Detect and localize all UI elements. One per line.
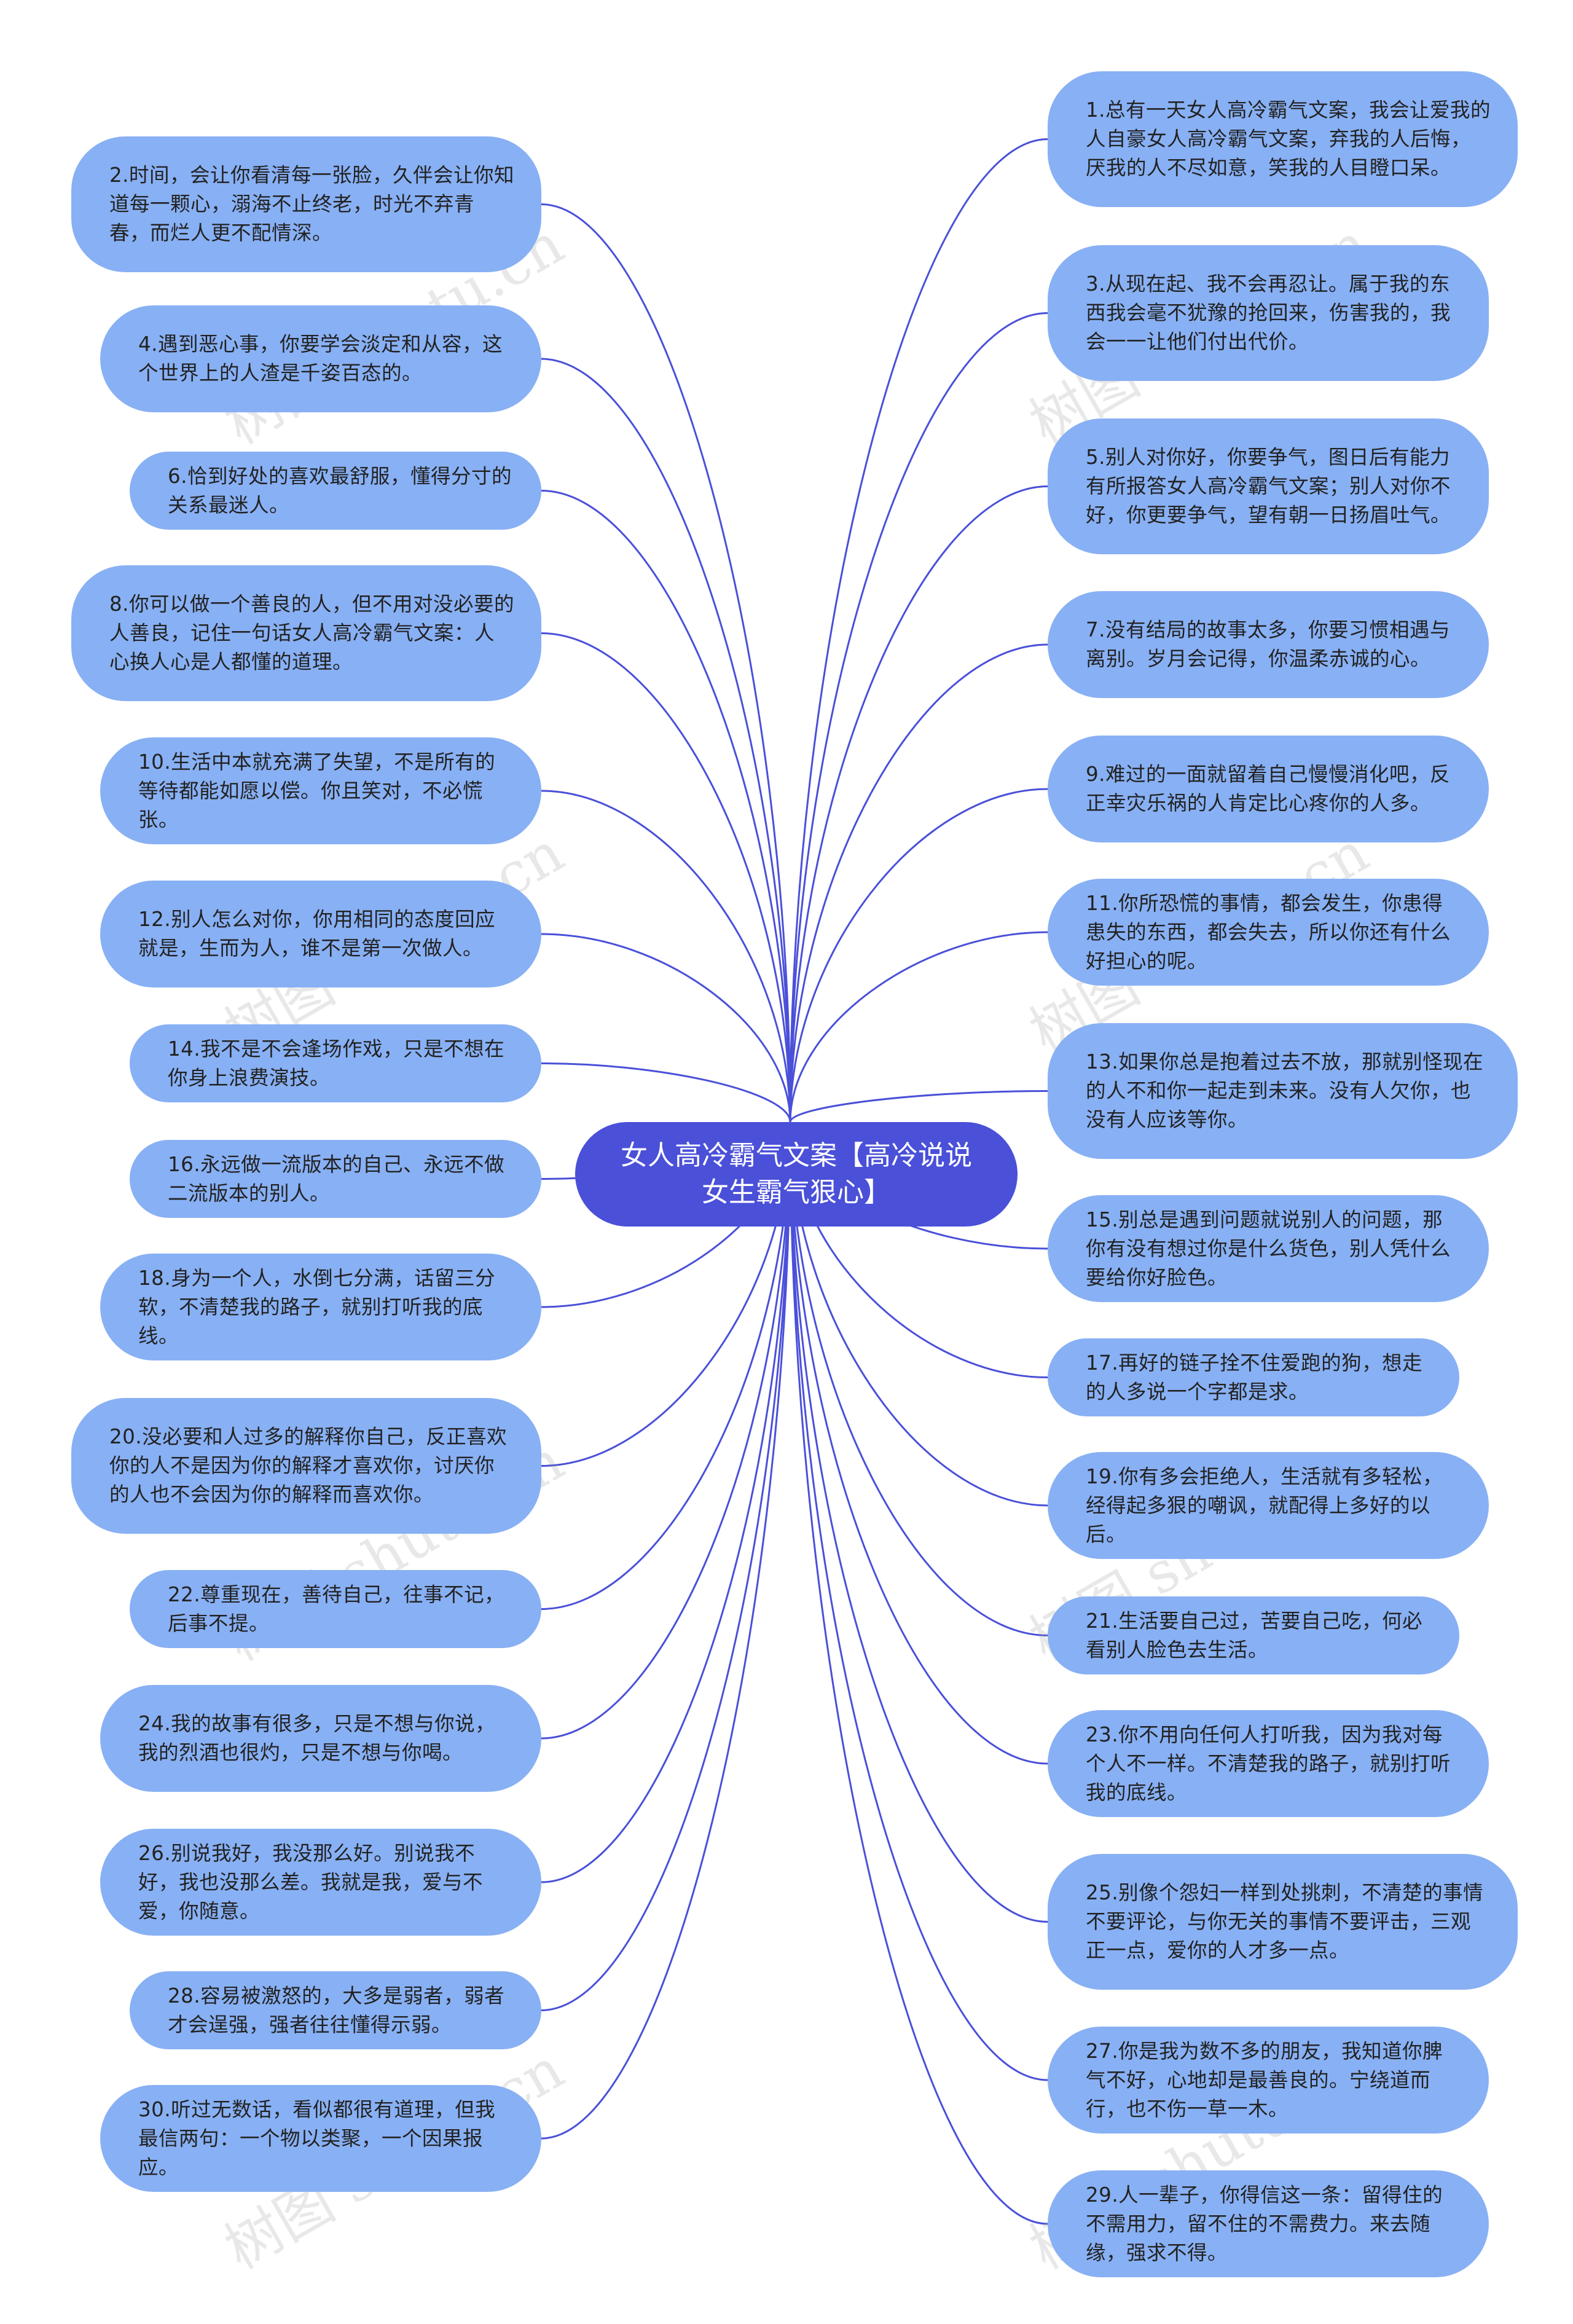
topic-node-text: 12.别人怎么对你，你用相同的态度回应就是，生而为人，谁不是第一次做人。 bbox=[138, 908, 496, 960]
topic-node-right-9[interactable]: 17.再好的链子拴不住爱跑的狗，想走的人多说一个字都是求。 bbox=[1048, 1338, 1459, 1416]
topic-node-text: 6.恰到好处的喜欢最舒服，懂得分寸的关系最迷人。 bbox=[168, 464, 512, 517]
connector-right-14 bbox=[789, 1121, 1048, 2081]
connector-left-5 bbox=[541, 790, 791, 1123]
topic-node-text: 1.总有一天女人高冷霸气文案，我会让爱我的人自豪女人高冷霸气文案，弃我的人后悔，… bbox=[1086, 98, 1491, 179]
connector-left-11 bbox=[541, 1121, 791, 1610]
connector-left-12 bbox=[541, 1121, 791, 1740]
connector-right-3 bbox=[789, 485, 1048, 1123]
topic-node-right-4[interactable]: 7.没有结局的故事太多，你要习惯相遇与离别。岁月会记得，你温柔赤诚的心。 bbox=[1048, 591, 1489, 698]
topic-node-left-4[interactable]: 8.你可以做一个善良的人，但不用对没必要的人善良，记住一句话女人高冷霸气文案：人… bbox=[71, 565, 541, 701]
topic-node-text: 8.你可以做一个善良的人，但不用对没必要的人善良，记住一句话女人高冷霸气文案：人… bbox=[109, 592, 515, 673]
topic-node-right-1[interactable]: 1.总有一天女人高冷霸气文案，我会让爱我的人自豪女人高冷霸气文案，弃我的人后悔，… bbox=[1048, 71, 1518, 207]
topic-node-text: 24.我的故事有很多，只是不想与你说，我的烈酒也很灼，只是不想与你喝。 bbox=[138, 1712, 496, 1764]
topic-node-text: 30.听过无数话，看似都很有道理，但我最信两句：一个物以类聚，一个因果报应。 bbox=[138, 2097, 496, 2179]
topic-node-right-8[interactable]: 15.别总是遇到问题就说别人的问题，那你有没有想过你是什么货色，别人凭什么要给你… bbox=[1048, 1195, 1489, 1302]
topic-node-left-2[interactable]: 4.遇到恶心事，你要学会淡定和从容，这个世界上的人渣是千姿百态的。 bbox=[100, 305, 541, 412]
topic-node-text: 13.如果你总是抱着过去不放，那就别怪现在的人不和你一起走到未来。没有人欠你，也… bbox=[1086, 1050, 1484, 1131]
topic-node-text: 19.你有多会拒绝人，生活就有多轻松，经得起多狠的嘲讽，就配得上多好的以后。 bbox=[1086, 1464, 1443, 1546]
topic-node-text: 28.容易被激怒的，大多是弱者，弱者才会逞强，强者往往懂得示弱。 bbox=[168, 1984, 505, 2036]
topic-node-left-3[interactable]: 6.恰到好处的喜欢最舒服，懂得分寸的关系最迷人。 bbox=[130, 452, 541, 530]
topic-node-left-11[interactable]: 22.尊重现在，善待自己，往事不记，后事不提。 bbox=[130, 1570, 541, 1648]
topic-node-text: 15.别总是遇到问题就说别人的问题，那你有没有想过你是什么货色，别人凭什么要给你… bbox=[1086, 1207, 1451, 1289]
connector-right-5 bbox=[789, 788, 1048, 1123]
central-topic-label: 女人高冷霸气文案【高冷说说女生霸气狠心】 bbox=[621, 1140, 972, 1208]
topic-node-left-7[interactable]: 14.我不是不会逢场作戏，只是不想在你身上浪费演技。 bbox=[130, 1024, 541, 1102]
connector-right-4 bbox=[789, 643, 1048, 1123]
connector-right-11 bbox=[789, 1121, 1048, 1636]
connector-left-7 bbox=[541, 1062, 791, 1123]
topic-node-right-15[interactable]: 29.人一辈子，你得信这一条：留得住的不需用力，留不住的不需费力。来去随缘，强求… bbox=[1048, 2170, 1489, 2277]
central-topic[interactable]: 女人高冷霸气文案【高冷说说女生霸气狠心】 bbox=[575, 1122, 1018, 1227]
topic-node-text: 5.别人对你好，你要争气，图日后有能力有所报答女人高冷霸气文案；别人对你不好，你… bbox=[1086, 446, 1451, 527]
topic-node-right-12[interactable]: 23.你不用向任何人打听我，因为我对每个人不一样。不清楚我的路子，就别打听我的底… bbox=[1048, 1710, 1489, 1817]
connector-right-15 bbox=[789, 1121, 1048, 2225]
topic-node-text: 21.生活要自己过，苦要自己吃，何必看别人脸色去生活。 bbox=[1086, 1609, 1423, 1662]
connector-left-1 bbox=[541, 203, 791, 1123]
topic-node-right-3[interactable]: 5.别人对你好，你要争气，图日后有能力有所报答女人高冷霸气文案；别人对你不好，你… bbox=[1048, 418, 1489, 554]
topic-node-right-6[interactable]: 11.你所恐慌的事情，都会发生，你患得患失的东西，都会失去，所以你还有什么好担心… bbox=[1048, 879, 1489, 986]
connector-left-2 bbox=[541, 358, 791, 1123]
topic-node-text: 26.别说我好，我没那么好。别说我不好，我也没那么差。我就是我，爱与不爱，你随意… bbox=[138, 1841, 484, 1923]
topic-node-text: 16.永远做一流版本的自己、永远不做二流版本的别人。 bbox=[168, 1152, 505, 1205]
topic-node-text: 29.人一辈子，你得信这一条：留得住的不需用力，留不住的不需费力。来去随缘，强求… bbox=[1086, 2183, 1443, 2264]
connector-left-3 bbox=[541, 490, 791, 1123]
topic-node-left-10[interactable]: 20.没必要和人过多的解释你自己，反正喜欢你的人不是因为你的解释才喜欢你，讨厌你… bbox=[71, 1398, 541, 1534]
connector-left-15 bbox=[541, 1121, 791, 2140]
topic-node-text: 18.身为一个人，水倒七分满，话留三分软，不清楚我的路子，就别打听我的底线。 bbox=[138, 1266, 496, 1348]
topic-node-right-14[interactable]: 27.你是我为数不多的朋友，我知道你脾气不好，心地却是最善良的。宁绕道而行，也不… bbox=[1048, 2027, 1489, 2134]
topic-node-left-1[interactable]: 2.时间，会让你看清每一张脸，久伴会让你知道每一颗心，溺海不止终老，时光不弃青春… bbox=[71, 136, 541, 272]
topic-node-text: 22.尊重现在，善待自己，往事不记，后事不提。 bbox=[168, 1582, 505, 1635]
topic-node-left-6[interactable]: 12.别人怎么对你，你用相同的态度回应就是，生而为人，谁不是第一次做人。 bbox=[100, 881, 541, 987]
topic-node-text: 11.你所恐慌的事情，都会发生，你患得患失的东西，都会失去，所以你还有什么好担心… bbox=[1086, 891, 1451, 973]
topic-node-text: 20.没必要和人过多的解释你自己，反正喜欢你的人不是因为你的解释才喜欢你，讨厌你… bbox=[109, 1425, 508, 1506]
connector-right-7 bbox=[789, 1090, 1048, 1123]
topic-node-left-8[interactable]: 16.永远做一流版本的自己、永远不做二流版本的别人。 bbox=[130, 1140, 541, 1218]
connector-right-12 bbox=[789, 1121, 1048, 1765]
topic-node-text: 2.时间，会让你看清每一张脸，久伴会让你知道每一颗心，溺海不止终老，时光不弃青春… bbox=[109, 163, 515, 245]
connector-left-14 bbox=[541, 1121, 791, 2011]
topic-node-left-5[interactable]: 10.生活中本就充满了失望，不是所有的等待都能如愿以偿。你且笑对，不必慌张。 bbox=[100, 737, 541, 844]
connector-left-4 bbox=[541, 632, 791, 1123]
topic-node-text: 14.我不是不会逢场作戏，只是不想在你身上浪费演技。 bbox=[168, 1037, 505, 1089]
topic-node-text: 17.再好的链子拴不住爱跑的狗，想走的人多说一个字都是求。 bbox=[1086, 1351, 1423, 1403]
connector-left-6 bbox=[541, 933, 791, 1123]
topic-node-left-9[interactable]: 18.身为一个人，水倒七分满，话留三分软，不清楚我的路子，就别打听我的底线。 bbox=[100, 1254, 541, 1360]
connector-right-6 bbox=[789, 931, 1048, 1123]
topic-node-text: 27.你是我为数不多的朋友，我知道你脾气不好，心地却是最善良的。宁绕道而行，也不… bbox=[1086, 2039, 1443, 2121]
topic-node-text: 10.生活中本就充满了失望，不是所有的等待都能如愿以偿。你且笑对，不必慌张。 bbox=[138, 750, 496, 831]
topic-node-right-10[interactable]: 19.你有多会拒绝人，生活就有多轻松，经得起多狠的嘲讽，就配得上多好的以后。 bbox=[1048, 1452, 1489, 1559]
topic-node-text: 7.没有结局的故事太多，你要习惯相遇与离别。岁月会记得，你温柔赤诚的心。 bbox=[1086, 618, 1451, 670]
connector-right-2 bbox=[789, 312, 1048, 1123]
topic-node-right-13[interactable]: 25.别像个怨妇一样到处挑刺，不清楚的事情不要评论，与你无关的事情不要评击，三观… bbox=[1048, 1854, 1518, 1990]
topic-node-right-2[interactable]: 3.从现在起、我不会再忍让。属于我的东西我会毫不犹豫的抢回来，伤害我的，我会一一… bbox=[1048, 245, 1489, 381]
topic-node-text: 9.难过的一面就留着自己慢慢消化吧，反正幸灾乐祸的人肯定比心疼你的人多。 bbox=[1086, 763, 1451, 815]
topic-node-left-12[interactable]: 24.我的故事有很多，只是不想与你说，我的烈酒也很灼，只是不想与你喝。 bbox=[100, 1685, 541, 1792]
topic-node-text: 25.别像个怨妇一样到处挑刺，不清楚的事情不要评论，与你无关的事情不要评击，三观… bbox=[1086, 1881, 1484, 1962]
topic-node-left-14[interactable]: 28.容易被激怒的，大多是弱者，弱者才会逞强，强者往往懂得示弱。 bbox=[130, 1971, 541, 2049]
topic-node-left-13[interactable]: 26.别说我好，我没那么好。别说我不好，我也没那么差。我就是我，爱与不爱，你随意… bbox=[100, 1829, 541, 1936]
topic-node-text: 3.从现在起、我不会再忍让。属于我的东西我会毫不犹豫的抢回来，伤害我的，我会一一… bbox=[1086, 272, 1451, 353]
topic-node-text: 4.遇到恶心事，你要学会淡定和从容，这个世界上的人渣是千姿百态的。 bbox=[138, 332, 503, 385]
connector-left-13 bbox=[541, 1121, 791, 1883]
topic-node-right-7[interactable]: 13.如果你总是抱着过去不放，那就别怪现在的人不和你一起走到未来。没有人欠你，也… bbox=[1048, 1023, 1518, 1159]
topic-node-right-11[interactable]: 21.生活要自己过，苦要自己吃，何必看别人脸色去生活。 bbox=[1048, 1596, 1459, 1674]
topic-node-text: 23.你不用向任何人打听我，因为我对每个人不一样。不清楚我的路子，就别打听我的底… bbox=[1086, 1722, 1451, 1804]
connector-right-1 bbox=[789, 138, 1048, 1123]
connector-right-13 bbox=[789, 1121, 1048, 1923]
topic-node-right-5[interactable]: 9.难过的一面就留着自己慢慢消化吧，反正幸灾乐祸的人肯定比心疼你的人多。 bbox=[1048, 736, 1489, 842]
topic-node-left-15[interactable]: 30.听过无数话，看似都很有道理，但我最信两句：一个物以类聚，一个因果报应。 bbox=[100, 2085, 541, 2192]
